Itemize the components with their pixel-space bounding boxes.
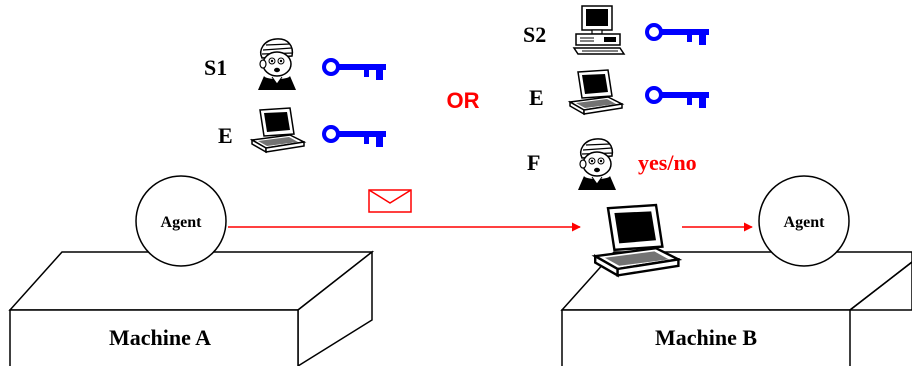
key-icon	[322, 58, 388, 82]
laptop-icon	[251, 107, 305, 153]
desktop-computer-icon	[573, 5, 625, 55]
key-icon	[322, 125, 388, 149]
agent-b-label: Agent	[784, 214, 826, 231]
agent-a: Agent	[135, 175, 227, 267]
machine-a-front-face	[9, 309, 299, 366]
left-row-s1-label: S1	[204, 55, 227, 80]
right-row-e-label: E	[529, 85, 544, 110]
agent-b: Agent	[758, 175, 850, 267]
left-row-e-label: E	[218, 123, 233, 148]
agent-a-label: Agent	[161, 214, 203, 231]
agent-b-circle	[758, 175, 850, 267]
left-group: S1 E	[204, 38, 388, 153]
agent-a-circle	[135, 175, 227, 267]
receiver-laptop-icon	[594, 203, 680, 277]
right-row-f-label: F	[527, 150, 540, 175]
person-icon	[577, 138, 617, 191]
key-icon	[645, 86, 711, 110]
key-icon	[645, 23, 711, 47]
machine-a-label: Machine A	[109, 325, 211, 350]
laptop-icon	[569, 69, 623, 115]
person-icon	[257, 38, 297, 91]
machine-a: Machine A	[8, 250, 375, 366]
machine-b-front-face	[561, 309, 851, 366]
right-group: S2 E F yes/no	[523, 5, 711, 191]
machine-b-label: Machine B	[655, 325, 757, 350]
yes-no-response: yes/no	[638, 150, 697, 175]
or-separator: OR	[447, 88, 480, 113]
right-row-s2-label: S2	[523, 22, 546, 47]
envelope-icon	[368, 189, 412, 213]
